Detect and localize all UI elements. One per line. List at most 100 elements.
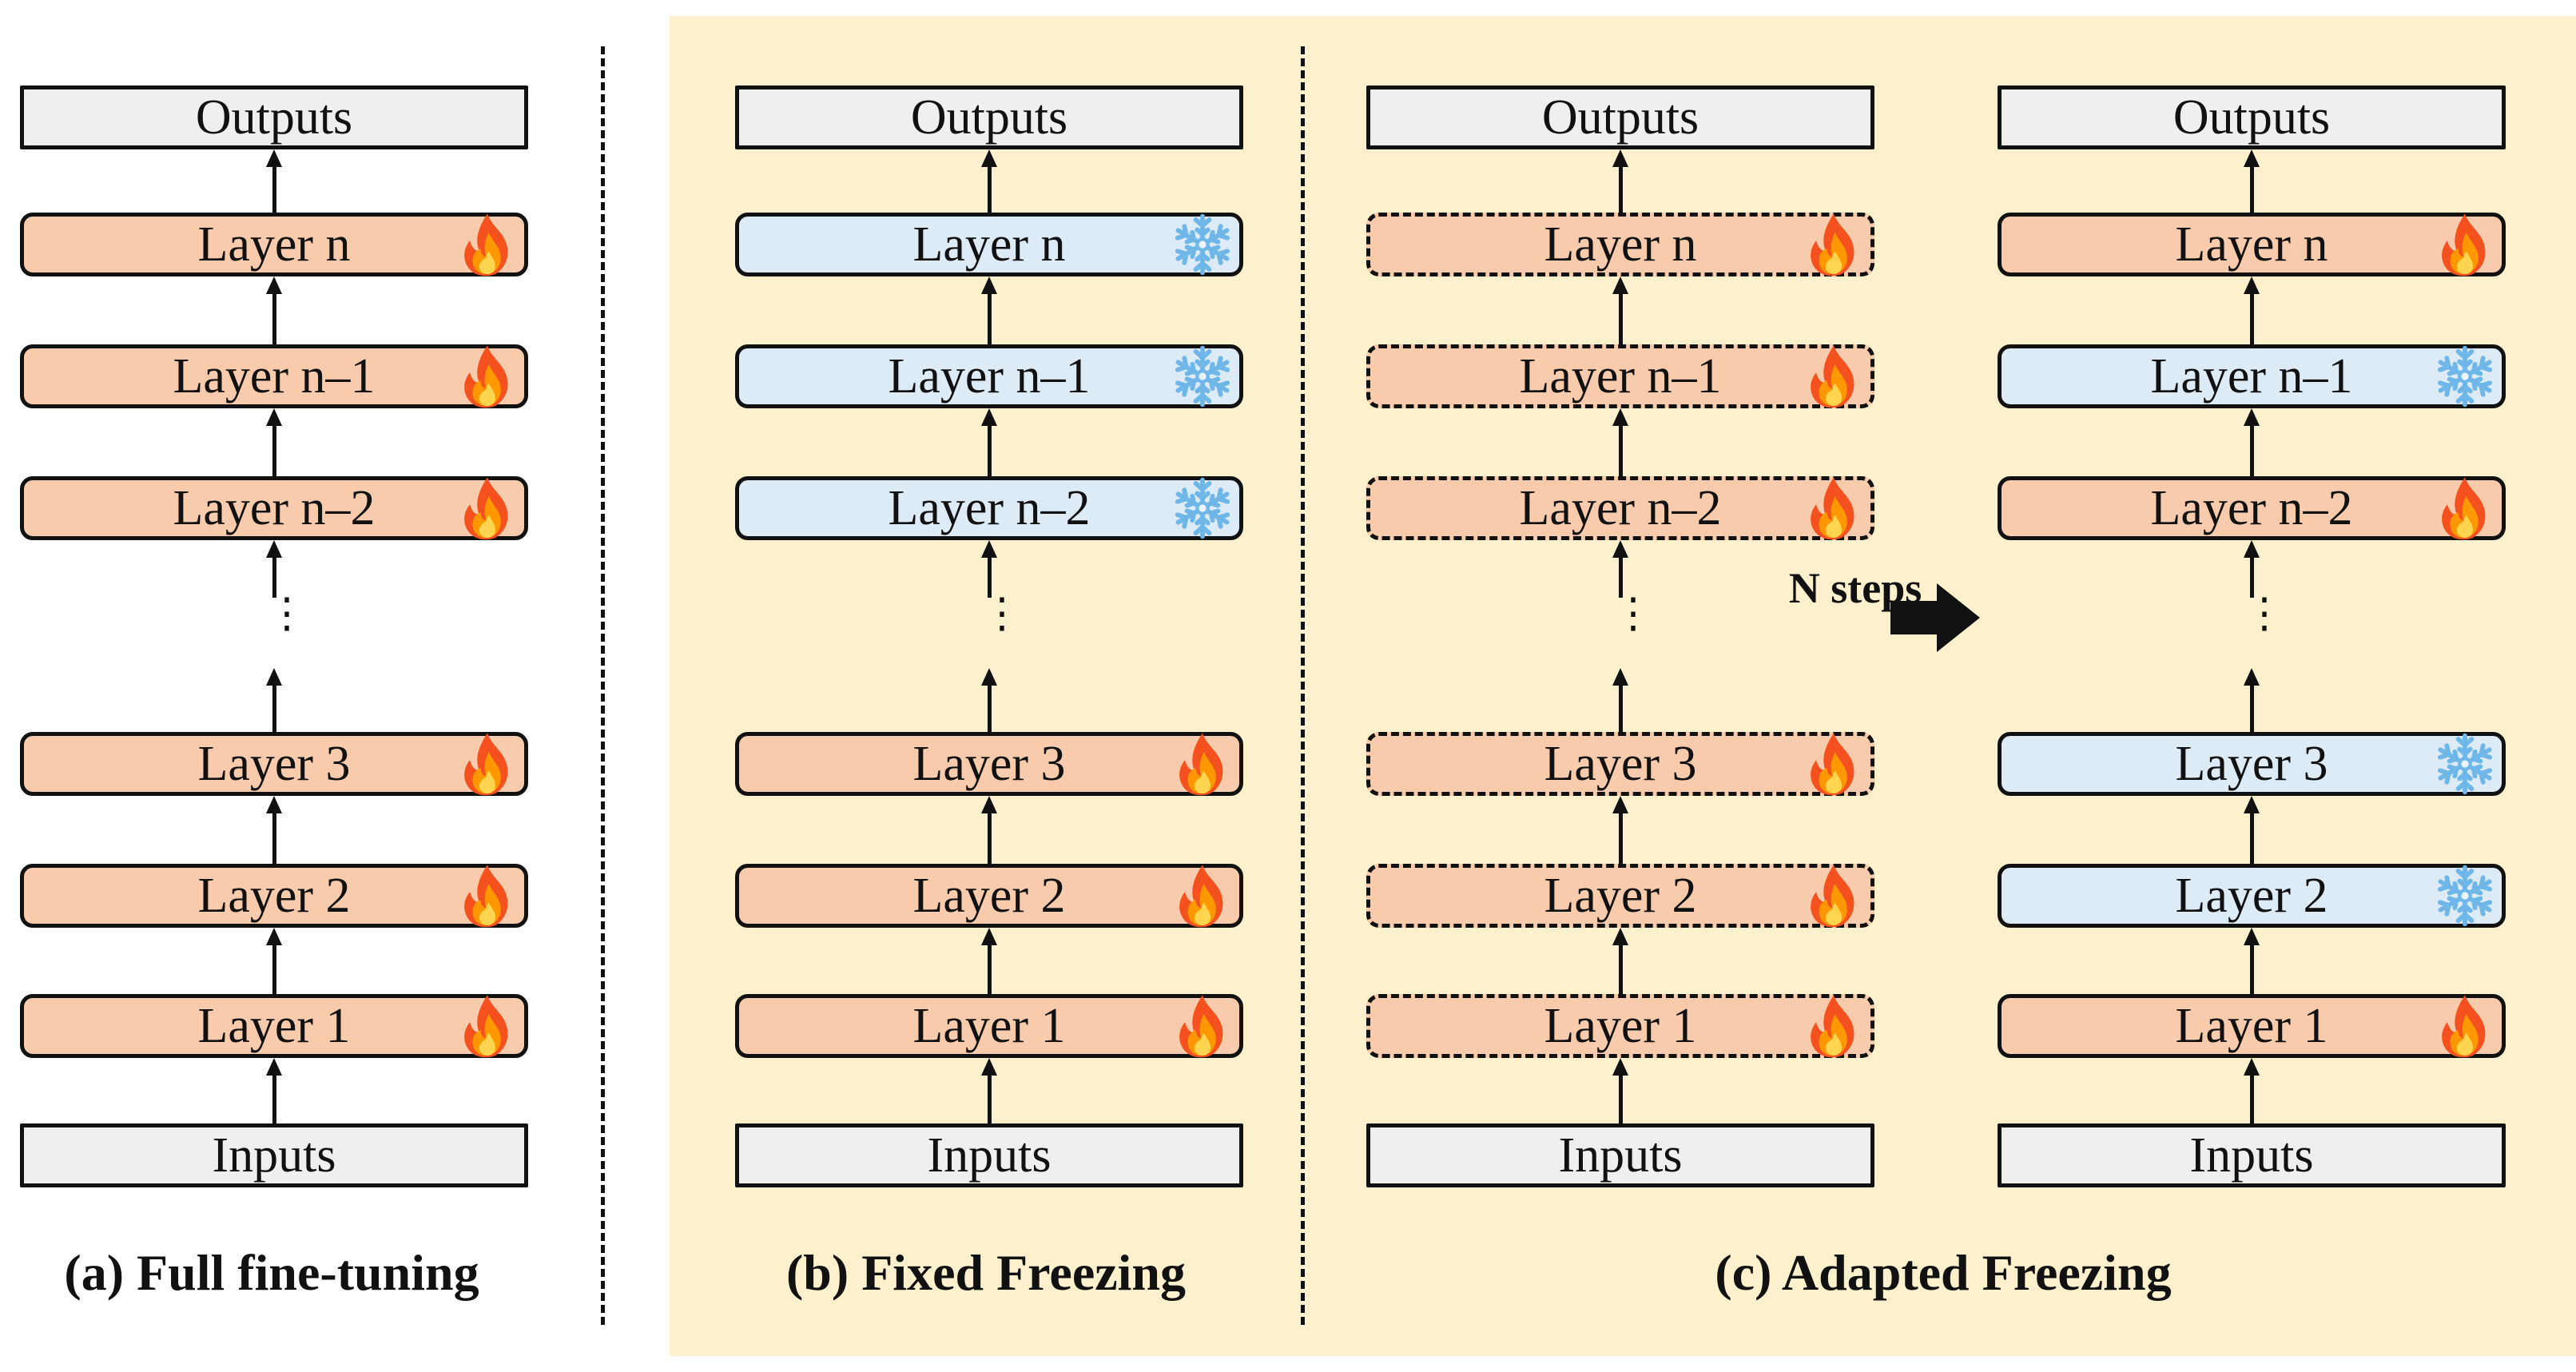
layer-box-layer-n-2: Layer n–2: [1366, 476, 1874, 540]
fire-icon: [1800, 862, 1867, 929]
layer-box-layer-n-2-label: Layer n–2: [888, 481, 1091, 535]
outputs-box-label: Outputs: [2173, 90, 2331, 145]
fire-icon: [454, 730, 521, 797]
outputs-box: Outputs: [1998, 86, 2506, 149]
layer-box-layer-2: Layer 2: [20, 864, 528, 928]
layer-box-layer-1: Layer 1: [1998, 994, 2506, 1058]
inputs-box-label: Inputs: [2189, 1128, 2314, 1183]
fire-icon: [1169, 730, 1236, 797]
layer-box-layer-n-label: Layer n: [197, 217, 351, 272]
layer-box-layer-3-label: Layer 3: [2175, 737, 2328, 791]
snowflake-icon: [2431, 730, 2498, 797]
fire-icon: [1800, 992, 1867, 1060]
outputs-box-label: Outputs: [910, 90, 1068, 145]
inputs-box: Inputs: [20, 1123, 528, 1187]
separator-line-left: [601, 46, 605, 1325]
fire-icon: [1169, 992, 1236, 1060]
right-arrow-icon: [1890, 583, 1980, 652]
ellipsis-dots: ⋮: [981, 591, 1023, 637]
fire-icon: [2431, 475, 2498, 542]
layer-box-layer-n-1: Layer n–1: [1366, 344, 1874, 408]
inputs-box: Inputs: [735, 1123, 1243, 1187]
layer-box-layer-2: Layer 2: [1366, 864, 1874, 928]
layer-box-layer-n-2-label: Layer n–2: [2150, 481, 2353, 535]
layer-box-layer-n-1: Layer n–1: [1998, 344, 2506, 408]
layer-box-layer-1-label: Layer 1: [912, 999, 1066, 1053]
layer-box-layer-n-label: Layer n: [1544, 217, 1697, 272]
layer-box-layer-3: Layer 3: [1998, 732, 2506, 796]
layer-box-layer-n-1-label: Layer n–1: [173, 349, 376, 404]
layer-box-layer-n: Layer n: [20, 213, 528, 276]
fire-icon: [454, 992, 521, 1060]
layer-box-layer-1-label: Layer 1: [1544, 999, 1697, 1053]
snowflake-icon: [1169, 475, 1236, 542]
ellipsis-dots: ⋮: [1612, 591, 1654, 637]
layer-box-layer-1: Layer 1: [1366, 994, 1874, 1058]
ellipsis-dots: ⋮: [2244, 591, 2285, 637]
layer-box-layer-n-label: Layer n: [2175, 217, 2328, 272]
layer-box-layer-3-label: Layer 3: [1544, 737, 1697, 791]
layer-box-layer-n-1: Layer n–1: [735, 344, 1243, 408]
inputs-box-label: Inputs: [927, 1128, 1051, 1183]
fire-icon: [1800, 343, 1867, 410]
layer-box-layer-2-label: Layer 2: [912, 869, 1066, 923]
fire-icon: [1169, 862, 1236, 929]
caption-adapted-freezing: (c) Adapted Freezing: [1715, 1244, 2172, 1301]
layer-box-layer-2: Layer 2: [735, 864, 1243, 928]
snowflake-icon: [2431, 862, 2498, 929]
ellipsis-dots: ⋮: [266, 591, 308, 637]
snowflake-icon: [1169, 211, 1236, 278]
layer-box-layer-2: Layer 2: [1998, 864, 2506, 928]
layer-box-layer-3: Layer 3: [735, 732, 1243, 796]
fire-icon: [1800, 475, 1867, 542]
layer-box-layer-3-label: Layer 3: [197, 737, 351, 791]
fire-icon: [2431, 992, 2498, 1060]
layer-box-layer-n-2: Layer n–2: [735, 476, 1243, 540]
layer-box-layer-2-label: Layer 2: [2175, 869, 2328, 923]
outputs-box: Outputs: [1366, 86, 1874, 149]
layer-box-layer-n-2-label: Layer n–2: [173, 481, 376, 535]
fire-icon: [454, 862, 521, 929]
outputs-box-label: Outputs: [195, 90, 353, 145]
layer-box-layer-3-label: Layer 3: [912, 737, 1066, 791]
outputs-box: Outputs: [20, 86, 528, 149]
layer-box-layer-n: Layer n: [1998, 213, 2506, 276]
inputs-box-label: Inputs: [1558, 1128, 1683, 1183]
layer-box-layer-3: Layer 3: [20, 732, 528, 796]
snowflake-icon: [2431, 343, 2498, 410]
layer-box-layer-1-label: Layer 1: [197, 999, 351, 1053]
fire-icon: [454, 475, 521, 542]
fire-icon: [1800, 211, 1867, 278]
layer-box-layer-n: Layer n: [1366, 213, 1874, 276]
layer-box-layer-1: Layer 1: [20, 994, 528, 1058]
layer-box-layer-n: Layer n: [735, 213, 1243, 276]
separator-line-right: [1301, 46, 1305, 1325]
fire-icon: [2431, 211, 2498, 278]
n-steps-label: N steps: [1788, 564, 1922, 612]
layer-box-layer-n-1-label: Layer n–1: [1519, 349, 1722, 404]
layer-box-layer-n-1: Layer n–1: [20, 344, 528, 408]
layer-box-layer-n-2: Layer n–2: [20, 476, 528, 540]
layer-box-layer-n-2-label: Layer n–2: [1519, 481, 1722, 535]
fire-icon: [454, 211, 521, 278]
outputs-box: Outputs: [735, 86, 1243, 149]
inputs-box: Inputs: [1998, 1123, 2506, 1187]
layer-box-layer-2-label: Layer 2: [197, 869, 351, 923]
layer-box-layer-n-label: Layer n: [912, 217, 1066, 272]
inputs-box: Inputs: [1366, 1123, 1874, 1187]
layer-box-layer-2-label: Layer 2: [1544, 869, 1697, 923]
inputs-box-label: Inputs: [212, 1128, 336, 1183]
snowflake-icon: [1169, 343, 1236, 410]
caption-full-finetuning: (a) Full fine-tuning: [64, 1244, 479, 1301]
fire-icon: [1800, 730, 1867, 797]
caption-fixed-freezing: (b) Fixed Freezing: [785, 1244, 1187, 1301]
layer-box-layer-n-1-label: Layer n–1: [2150, 349, 2353, 404]
outputs-box-label: Outputs: [1541, 90, 1699, 145]
fire-icon: [454, 343, 521, 410]
layer-box-layer-n-2: Layer n–2: [1998, 476, 2506, 540]
